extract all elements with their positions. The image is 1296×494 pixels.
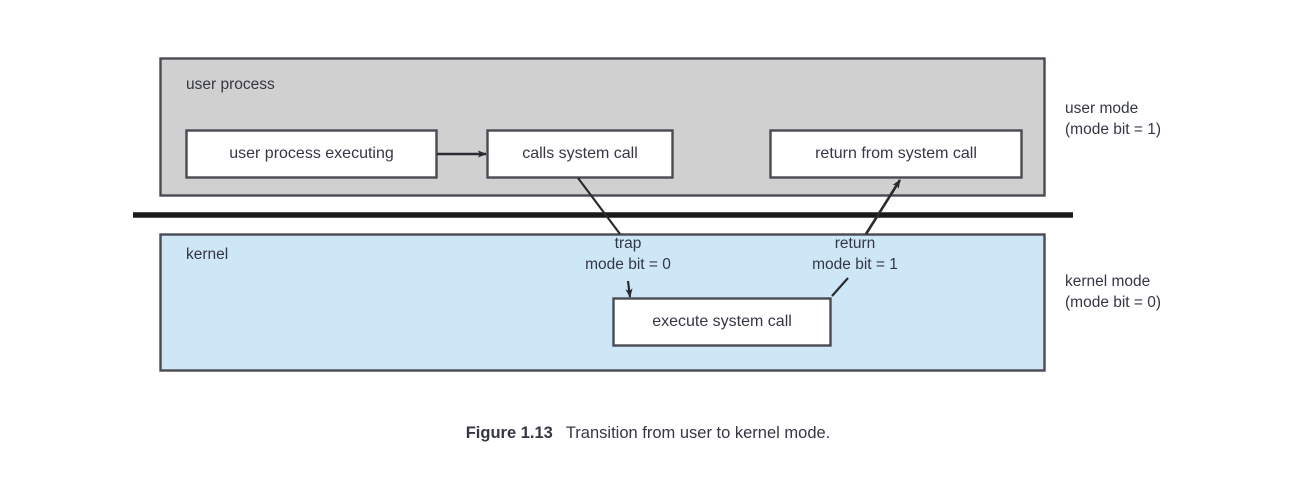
return-edge-label-line1: return	[834, 235, 876, 252]
kernel-mode-side-label-line2: (mode bit = 0)	[1065, 294, 1162, 311]
user-process-executing-box	[185, 129, 438, 179]
figure-caption: Figure 1.13 Transition from user to kerne…	[0, 424, 1296, 443]
connector-return-lower	[831, 277, 849, 297]
arrow-trap-to-execute	[625, 280, 633, 298]
trap-edge-label-line1: trap	[614, 235, 642, 252]
calls-system-call-box	[486, 129, 674, 179]
calls-system-call-label: calls system call	[522, 145, 638, 162]
execute-system-call-box	[612, 297, 832, 347]
kernel-zone-label: kernel	[186, 246, 229, 263]
kernel-mode-side-label-line1: kernel mode	[1065, 273, 1151, 290]
return-edge-label-line2: mode bit = 1	[812, 256, 898, 273]
user-mode-side-label-line1: user mode	[1065, 100, 1139, 117]
trap-edge-label-line2: mode bit = 0	[585, 256, 671, 273]
return-from-system-call-label: return from system call	[815, 145, 977, 162]
return-from-system-call-box	[769, 129, 1023, 179]
user-mode-side-label-line2: (mode bit = 1)	[1065, 121, 1162, 138]
connector-trap-upper	[577, 177, 621, 235]
kernel-zone-rect	[159, 233, 1046, 372]
figure-number: Figure 1.13	[465, 424, 553, 442]
figure-caption-text: Transition from user to kernel mode.	[565, 424, 831, 442]
execute-system-call-label: execute system call	[652, 313, 792, 330]
arrow-return-to-user	[864, 179, 902, 235]
user-zone-label: user process	[186, 76, 275, 93]
user-process-executing-label: user process executing	[229, 145, 394, 162]
